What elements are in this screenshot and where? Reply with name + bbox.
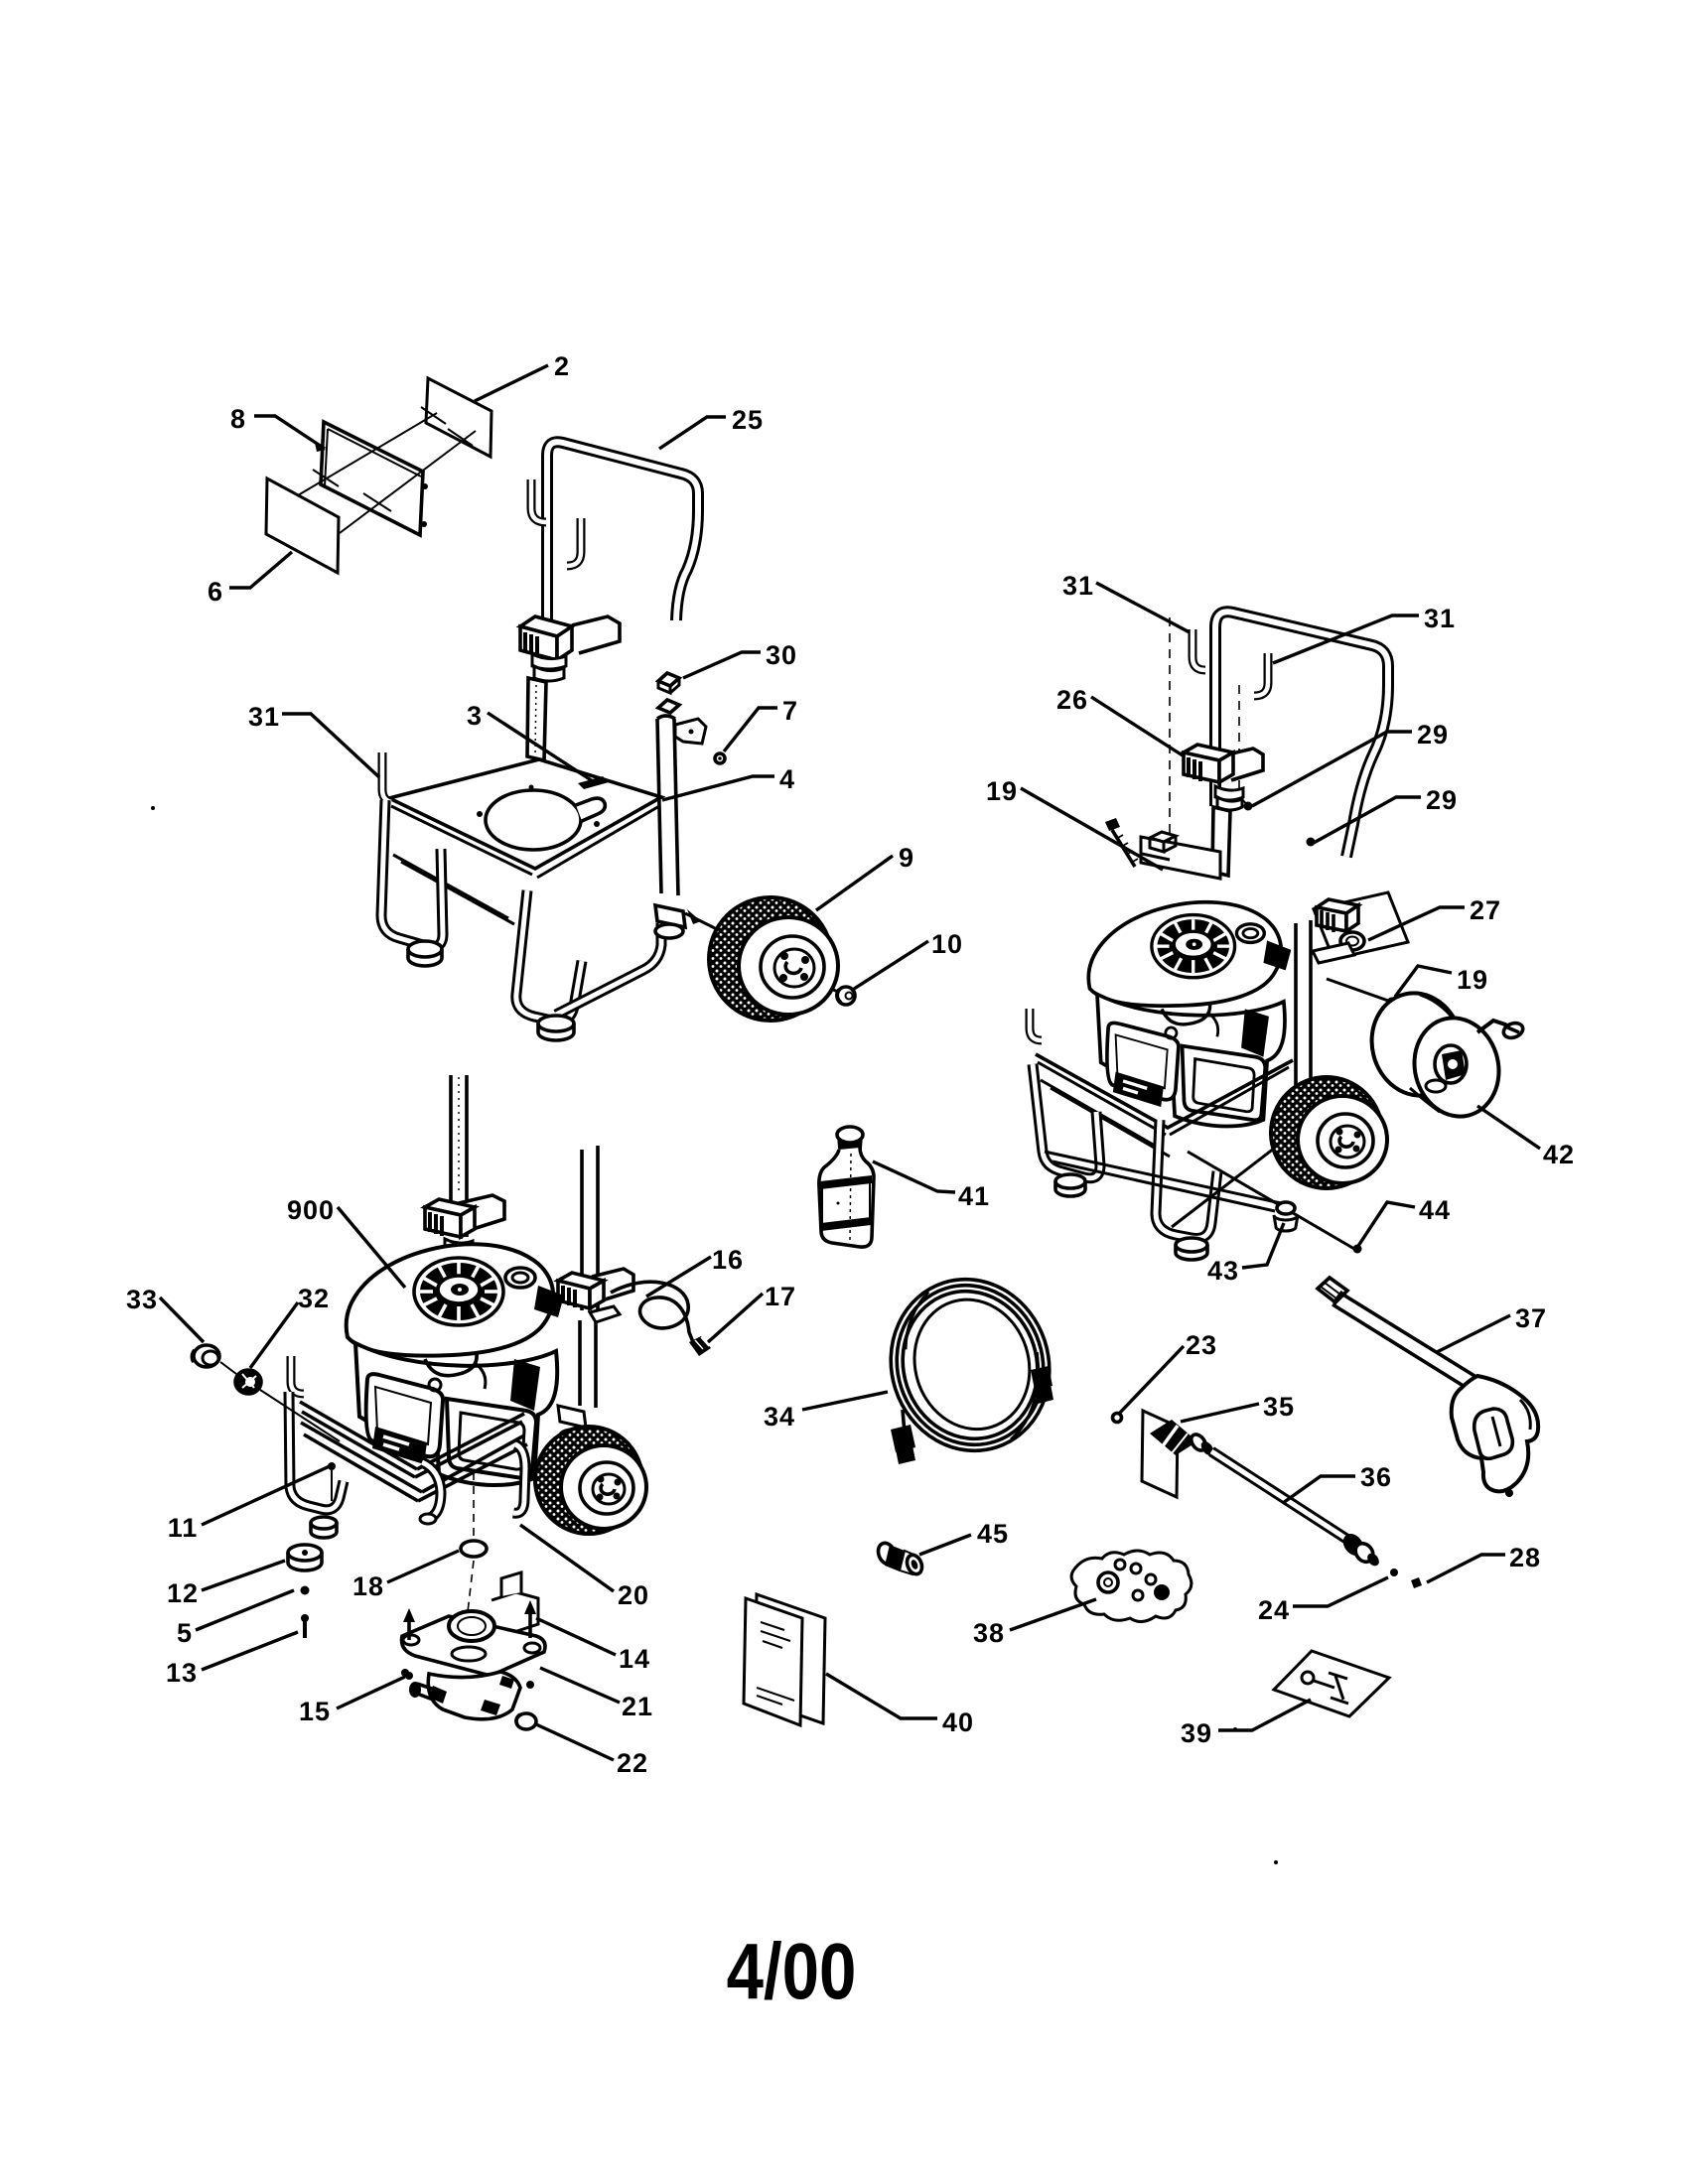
svg-text:35: 35 bbox=[1263, 1392, 1295, 1422]
svg-text:45: 45 bbox=[977, 1519, 1009, 1549]
svg-text:14: 14 bbox=[619, 1644, 650, 1674]
svg-text:6: 6 bbox=[208, 577, 223, 607]
svg-text:28: 28 bbox=[1509, 1543, 1541, 1572]
svg-text:12: 12 bbox=[167, 1578, 199, 1608]
svg-text:31: 31 bbox=[248, 702, 280, 732]
svg-text:11: 11 bbox=[168, 1513, 199, 1543]
svg-text:30: 30 bbox=[766, 640, 797, 670]
svg-text:41: 41 bbox=[958, 1181, 990, 1211]
svg-text:4/00: 4/00 bbox=[727, 1926, 857, 2015]
svg-text:31: 31 bbox=[1424, 604, 1456, 633]
svg-text:19: 19 bbox=[986, 776, 1018, 806]
svg-text:38: 38 bbox=[973, 1618, 1005, 1648]
svg-text:7: 7 bbox=[782, 696, 798, 726]
svg-text:20: 20 bbox=[618, 1580, 649, 1610]
svg-text:37: 37 bbox=[1515, 1303, 1547, 1333]
svg-text:5: 5 bbox=[177, 1618, 193, 1648]
svg-text:25: 25 bbox=[732, 405, 764, 435]
svg-text:33: 33 bbox=[126, 1285, 158, 1314]
svg-text:40: 40 bbox=[942, 1707, 974, 1737]
svg-text:29: 29 bbox=[1426, 785, 1458, 815]
svg-text:8: 8 bbox=[230, 404, 246, 434]
svg-text:42: 42 bbox=[1543, 1140, 1575, 1169]
svg-text:27: 27 bbox=[1470, 895, 1501, 925]
svg-text:22: 22 bbox=[617, 1748, 648, 1778]
svg-text:19: 19 bbox=[1457, 965, 1488, 995]
svg-text:16: 16 bbox=[712, 1245, 744, 1275]
svg-text:3: 3 bbox=[467, 701, 483, 731]
svg-text:26: 26 bbox=[1056, 685, 1088, 715]
svg-text:23: 23 bbox=[1186, 1330, 1217, 1360]
svg-text:34: 34 bbox=[764, 1402, 795, 1432]
svg-text:44: 44 bbox=[1419, 1195, 1451, 1225]
svg-text:4: 4 bbox=[779, 764, 795, 794]
svg-text:21: 21 bbox=[622, 1692, 653, 1721]
svg-text:43: 43 bbox=[1207, 1256, 1239, 1286]
svg-text:36: 36 bbox=[1360, 1462, 1392, 1492]
svg-text:15: 15 bbox=[299, 1697, 331, 1726]
svg-text:29: 29 bbox=[1417, 720, 1449, 750]
svg-text:17: 17 bbox=[765, 1282, 796, 1311]
svg-text:9: 9 bbox=[899, 843, 914, 873]
svg-text:900: 900 bbox=[287, 1195, 335, 1225]
svg-text:10: 10 bbox=[931, 929, 963, 959]
svg-text:31: 31 bbox=[1062, 571, 1094, 601]
svg-text:2: 2 bbox=[554, 351, 570, 381]
svg-text:24: 24 bbox=[1258, 1595, 1290, 1625]
svg-text:39: 39 bbox=[1181, 1718, 1212, 1748]
svg-text:13: 13 bbox=[166, 1658, 198, 1688]
svg-text:32: 32 bbox=[298, 1284, 330, 1313]
svg-text:18: 18 bbox=[352, 1571, 384, 1601]
